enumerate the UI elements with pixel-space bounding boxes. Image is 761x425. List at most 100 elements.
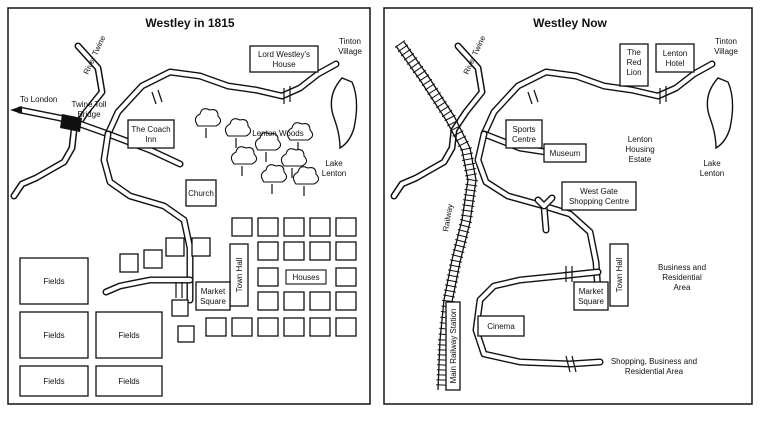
railway-tie: [394, 40, 406, 48]
fields-label-2: Fields: [43, 331, 64, 340]
railway-tie: [430, 92, 441, 100]
market-square-label-1815-1: Market: [201, 287, 226, 296]
tinton-village-label-1815-2: Village: [338, 47, 362, 56]
west-gate-label-2: Shopping Centre: [569, 197, 630, 206]
road-market-west-now: [472, 268, 604, 368]
market-square-now: [573, 281, 609, 311]
the-coach-inn-label-1: The Coach: [131, 125, 170, 134]
railway-tie: [447, 274, 459, 278]
the-coach-inn-label-2: Inn: [145, 135, 156, 144]
church: [185, 179, 217, 207]
small-houses-west: [119, 237, 211, 343]
railway-tie: [461, 209, 474, 213]
town-hall-label-now: Town Hall: [615, 257, 624, 292]
river-twine-1815: [10, 42, 106, 200]
the-red-lion: [619, 43, 649, 87]
railway-tie: [460, 147, 472, 151]
museum: [543, 143, 587, 163]
market-square-label-now-1: Market: [579, 287, 604, 296]
lenton-hotel-label-1: Lenton: [663, 49, 687, 58]
cinema: [477, 315, 525, 337]
west-gate-label-1: West Gate: [580, 187, 618, 196]
town-hall-now: [609, 243, 629, 307]
bridge-marks-1815: [151, 86, 291, 298]
railway-tie: [462, 199, 476, 202]
twine-toll-bridge-label-1: Twine Toll: [72, 100, 107, 109]
railway-tie: [444, 114, 456, 122]
market-square-1815: [195, 281, 231, 311]
railway-tie: [427, 87, 438, 96]
railway-tie: [449, 125, 461, 132]
lord-westleys-house-label-1: Lord Westley's: [258, 50, 310, 59]
lake-lenton-label-now-1: Lake: [703, 159, 721, 168]
to-london-label: To London: [20, 95, 57, 104]
business-residential-label-1: Business and: [658, 263, 706, 272]
tinton-village-label-now-2: Village: [714, 47, 738, 56]
lenton-housing-estate-label-3: Estate: [629, 155, 652, 164]
tree-icon: [194, 108, 222, 138]
lord-westleys-house: [249, 45, 319, 73]
railway-tie: [463, 194, 476, 197]
fields-label-1: Fields: [43, 277, 64, 286]
map-now-title: Westley Now: [533, 16, 607, 30]
railway-tie: [444, 289, 456, 293]
railway-tie: [406, 57, 418, 65]
railway-tie: [450, 259, 462, 263]
railway-tie: [397, 44, 409, 53]
museum-label: Museum: [550, 149, 581, 158]
west-gate-shopping-centre: [561, 181, 637, 211]
railway-tie: [465, 183, 478, 187]
twine-toll-bridge-label-2: Bridge: [77, 110, 101, 119]
main-railway-station-label: Main Railway Station: [449, 309, 458, 384]
railway-tie: [441, 109, 453, 118]
lord-westleys-house-label-2: House: [272, 60, 296, 69]
lenton-housing-estate-label-1: Lenton: [628, 135, 652, 144]
arrow-to-london-icon: [10, 106, 22, 114]
railway-tie: [463, 162, 475, 167]
railway-tie: [436, 100, 447, 109]
tree-icon: [292, 166, 320, 196]
tree-icon: [286, 122, 314, 152]
market-square-label-1815-2: Square: [200, 297, 226, 306]
railway-tie: [421, 78, 433, 87]
railway-tie: [433, 96, 444, 104]
tinton-village-label-now-1: Tinton: [715, 37, 737, 46]
road-south-1815: [100, 130, 194, 304]
business-residential-label-3: Area: [674, 283, 691, 292]
lenton-hotel-label-2: Hotel: [666, 59, 685, 68]
road-to-tinton-now: [480, 60, 716, 138]
tinton-village-label-1815-1: Tinton: [339, 37, 361, 46]
church-label: Church: [188, 189, 214, 198]
railway-tie: [455, 239, 467, 243]
the-red-lion-label-3: Lion: [626, 68, 641, 77]
railway-tie: [462, 157, 474, 161]
bridge-marks-now: [527, 86, 667, 373]
town-hall-label-1815: Town Hall: [235, 257, 244, 292]
railway-tie: [462, 204, 475, 207]
railway-tie: [447, 119, 459, 127]
houses-label-box: [285, 269, 327, 285]
cinema-label: Cinema: [487, 322, 515, 331]
railway-tie: [446, 279, 458, 283]
railway-tie: [458, 224, 471, 228]
railway-tie: [461, 152, 473, 156]
road-east-1815: [104, 130, 184, 168]
railway-tie: [465, 178, 479, 182]
lenton-housing-estate-label-2: Housing: [625, 145, 654, 154]
railway-tie: [403, 52, 415, 61]
the-coach-inn: [127, 119, 175, 149]
railway-tie: [465, 173, 477, 177]
railway-tie: [412, 65, 424, 74]
railway-tie: [409, 61, 421, 70]
houses-grid: [205, 217, 357, 337]
tree-icon: [260, 164, 288, 194]
railway-tie: [400, 48, 412, 57]
shopping-business-label-2: Residential Area: [625, 367, 684, 376]
railway-tie: [455, 135, 467, 142]
map-1815: Westley in 1815 River Twine To London Tw…: [7, 7, 371, 405]
railway-tie: [438, 105, 450, 113]
tree-icon: [230, 146, 258, 176]
railway-tie: [415, 69, 427, 78]
sports-centre-label-2: Centre: [512, 135, 537, 144]
main-railway-station: [445, 301, 461, 391]
